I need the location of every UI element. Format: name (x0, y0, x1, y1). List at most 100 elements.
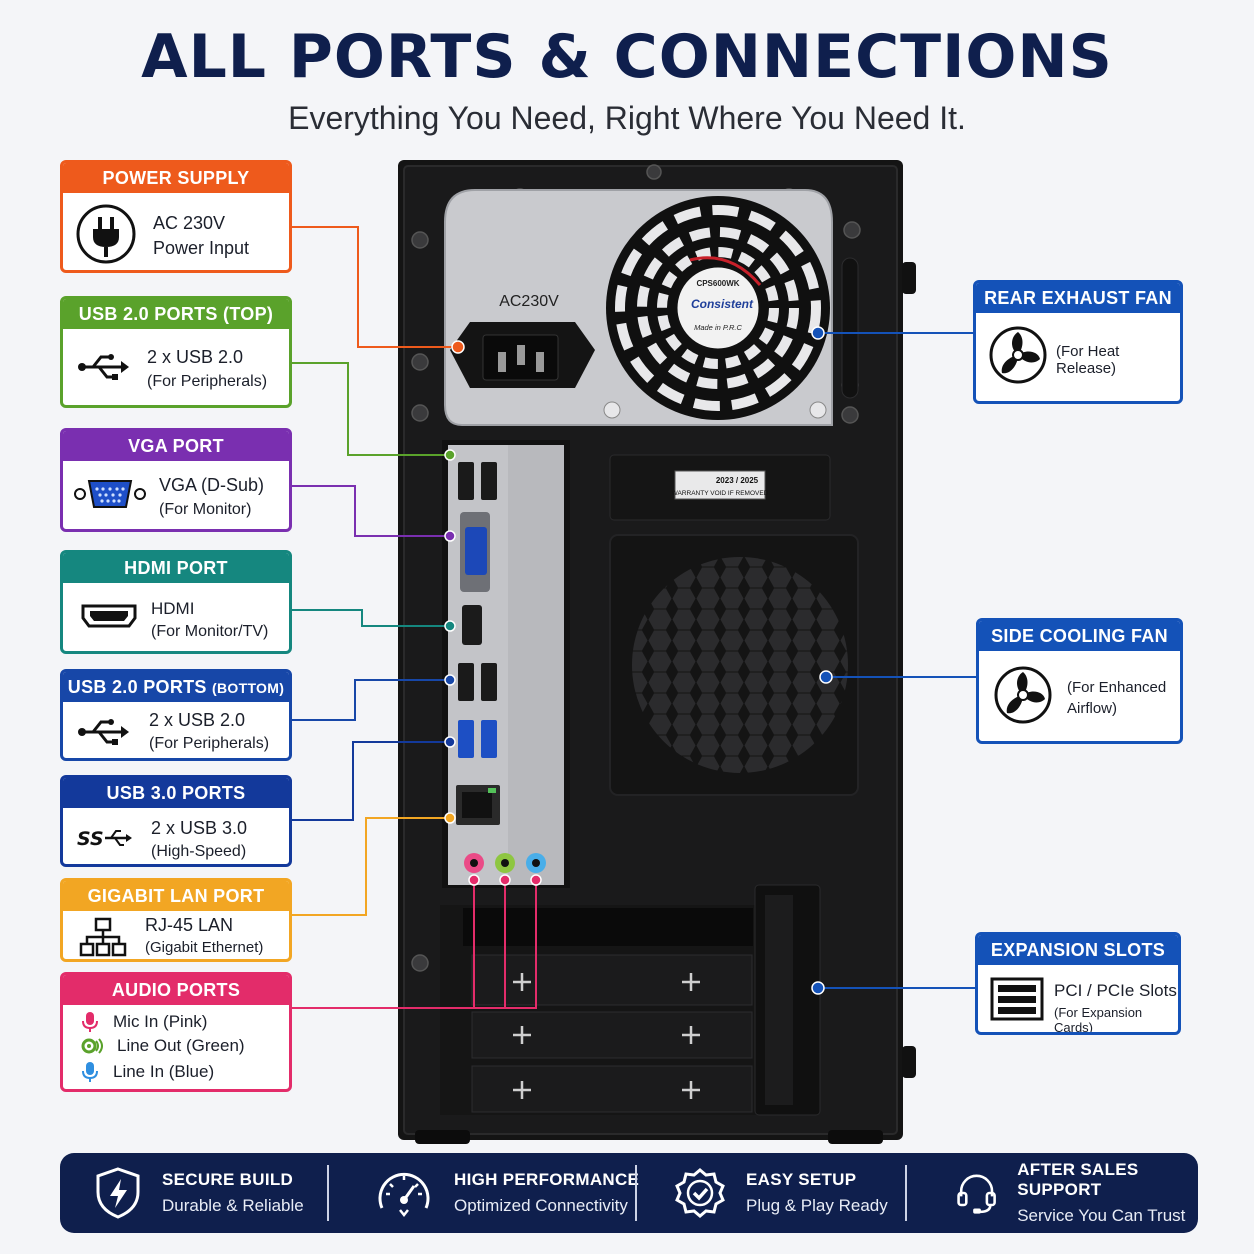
callout-line1: 2 x USB 2.0 (149, 710, 246, 730)
audio-item-line-out: Line Out (Green) (81, 1036, 245, 1056)
callout-title: USB 3.0 PORTS (63, 778, 289, 808)
feature-subtitle: Plug & Play Ready (746, 1196, 888, 1215)
svg-text:SS: SS (77, 828, 104, 850)
callout-title: VGA PORT (63, 431, 289, 461)
callout-expansion-slots: EXPANSION SLOTS PCI / PCIe Slots (For Ex… (975, 932, 1181, 1035)
callout-usb3-ports: USB 3.0 PORTS SS 2 x USB 3.0 (High-Speed… (60, 775, 292, 867)
fan-model-label: CPS600WK (696, 279, 739, 288)
vga-connector-icon (74, 480, 146, 508)
callout-title: USB 2.0 PORTS (BOTTOM) (63, 672, 289, 702)
microphone-icon (82, 1012, 98, 1032)
expansion-card-icon (990, 977, 1044, 1021)
feature-title: EASY SETUP (746, 1170, 857, 1189)
usb-icon (78, 719, 129, 745)
page-title: ALL PORTS & CONNECTIONS (141, 22, 1113, 92)
callout-line1: (For Heat Release) (1056, 343, 1120, 377)
callout-line1: AC 230V (153, 213, 226, 233)
warranty-sticker-year: 2023 / 2025 (716, 476, 759, 485)
audio-item-label: Line Out (Green) (117, 1036, 245, 1055)
speedometer-icon (378, 1172, 430, 1218)
callout-usb-bottom: USB 2.0 PORTS (BOTTOM) 2 x USB 2.0 (For … (60, 669, 292, 761)
feature-title: SECURE BUILD (162, 1170, 294, 1189)
side-fan-grill (609, 534, 859, 796)
callout-rear-exhaust-fan: REAR EXHAUST FAN (For Heat Release) (973, 280, 1183, 404)
callout-audio-ports: AUDIO PORTS Mic In (Pink) Line Out (Gree… (60, 972, 292, 1092)
usb-icon (78, 354, 129, 380)
feature-subtitle: Service You Can Trust (1017, 1206, 1186, 1225)
feature-subtitle: Durable & Reliable (162, 1196, 304, 1215)
callout-line2: (High-Speed) (151, 843, 247, 860)
fan-icon (994, 666, 1052, 724)
psu-voltage-label: AC230V (499, 293, 559, 310)
callout-line2: (For Monitor/TV) (151, 623, 269, 640)
hdmi-connector-line (290, 609, 450, 627)
callout-line2: (Gigabit Ethernet) (145, 939, 264, 956)
feature-easy-setup: EASY SETUP Plug & Play Ready (674, 1153, 888, 1233)
fan-icon (989, 326, 1047, 384)
power-plug-icon (76, 204, 136, 264)
callout-title: AUDIO PORTS (63, 975, 289, 1005)
usb-top-connector-line (290, 362, 450, 456)
callout-line1: 2 x USB 2.0 (147, 347, 244, 367)
callout-line1: PCI / PCIe Slots (1054, 981, 1177, 1000)
callout-title-small: (BOTTOM) (212, 680, 285, 696)
warranty-sticker-text: WARRANTY VOID IF REMOVED (672, 490, 769, 497)
feature-divider (327, 1165, 329, 1221)
callout-title: USB 2.0 PORTS (TOP) (63, 299, 289, 329)
feature-subtitle: Optimized Connectivity (454, 1196, 628, 1215)
callout-line1: HDMI (151, 599, 195, 618)
page-subtitle: Everything You Need, Right Where You Nee… (288, 100, 966, 136)
callout-line2: (For Expansion Cards) (1054, 1005, 1143, 1035)
callout-gigabit-lan: GIGABIT LAN PORT RJ-45 LAN (Gigabit Ethe… (60, 878, 292, 962)
fan-brand-label: Consistent (691, 297, 754, 311)
feature-title: AFTER SALES SUPPORT (1017, 1160, 1139, 1199)
usb3-connector-line (290, 741, 450, 821)
usb-bottom-connector-line (290, 679, 450, 721)
hdmi-connector-icon (81, 604, 137, 628)
callout-title: GIGABIT LAN PORT (63, 881, 289, 911)
callout-line2: Power Input (153, 238, 250, 258)
callout-line2: Airflow) (1067, 700, 1118, 717)
feature-divider (905, 1165, 907, 1221)
callout-power-supply: POWER SUPPLY AC 230V Power Input (60, 160, 292, 273)
callout-line1: (For Enhanced (1067, 679, 1167, 696)
callout-line2: (For Peripherals) (147, 373, 268, 390)
audio-item-label: Mic In (Pink) (113, 1012, 208, 1031)
network-icon (79, 917, 127, 957)
callout-title-main: USB 2.0 PORTS (67, 677, 207, 697)
callout-line2: (For Monitor) (159, 501, 252, 518)
callout-line1: VGA (D-Sub) (159, 475, 265, 495)
feature-divider (635, 1165, 637, 1221)
callout-vga-port: VGA PORT VGA (D-Sub) (For Monitor) (60, 428, 292, 532)
callout-side-cooling-fan: SIDE COOLING FAN (For Enhanced Airflow) (976, 618, 1183, 744)
feature-title: HIGH PERFORMANCE (454, 1170, 640, 1189)
audio-item-line-in: Line In (Blue) (81, 1061, 214, 1083)
shield-bolt-icon (96, 1167, 140, 1219)
vga-connector-line (290, 485, 450, 537)
callout-title: REAR EXHAUST FAN (976, 283, 1180, 313)
callout-title: SIDE COOLING FAN (979, 621, 1180, 651)
usb3-ss-icon: SS (77, 828, 132, 850)
feature-secure-build: SECURE BUILD Durable & Reliable (94, 1153, 304, 1233)
check-badge-icon (675, 1168, 725, 1218)
callout-usb-top: USB 2.0 PORTS (TOP) 2 x USB 2.0 (For Per… (60, 296, 292, 408)
fan-origin-label: Made in P.R.C (694, 323, 742, 332)
callout-line1: 2 x USB 3.0 (151, 818, 248, 838)
feature-high-performance: HIGH PERFORMANCE Optimized Connectivity (374, 1153, 639, 1233)
callout-title: HDMI PORT (63, 553, 289, 583)
headset-icon (957, 1174, 996, 1214)
callout-line1: RJ-45 LAN (145, 915, 234, 935)
power-connector-line (290, 226, 458, 348)
power-supply-unit: AC230V CPS600WK Consistent Made in P.R.C (444, 189, 833, 426)
callout-title: EXPANSION SLOTS (978, 935, 1178, 965)
audio-item-mic-in: Mic In (Pink) (81, 1011, 207, 1033)
lan-connector-line (290, 817, 450, 916)
speaker-out-icon (81, 1038, 103, 1054)
io-shield (442, 440, 570, 888)
audio-item-label: Line In (Blue) (113, 1062, 215, 1081)
callout-hdmi-port: HDMI PORT HDMI (For Monitor/TV) (60, 550, 292, 654)
callout-title: POWER SUPPLY (63, 163, 289, 193)
callout-line2: (For Peripherals) (149, 735, 270, 752)
microphone-icon (82, 1062, 98, 1082)
